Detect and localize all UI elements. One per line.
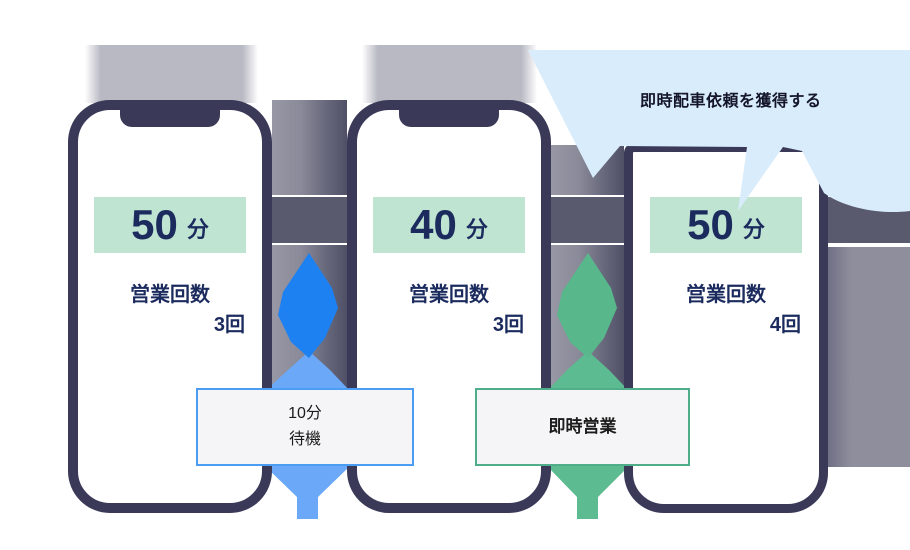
wait-step-line1: 10分 bbox=[288, 405, 322, 423]
sales-label-3: 営業回数 bbox=[686, 284, 766, 306]
shadow-region-right bbox=[828, 247, 910, 467]
phone-notch-icon bbox=[120, 110, 220, 127]
time-unit-2: 分 bbox=[465, 217, 488, 242]
time-badge-3: 50 分 bbox=[650, 197, 802, 253]
horizontal-band-segment-3 bbox=[828, 195, 910, 245]
time-unit-3: 分 bbox=[742, 217, 765, 242]
time-value-3: 50 bbox=[687, 201, 734, 248]
sales-count-2: 3回 bbox=[492, 314, 524, 336]
instant-step-label: 即時営業 bbox=[548, 417, 617, 437]
time-badge-2: 40 分 bbox=[373, 197, 525, 253]
sales-count-1: 3回 bbox=[213, 314, 245, 336]
horizontal-band-segment-2 bbox=[551, 195, 624, 245]
time-unit-1: 分 bbox=[186, 217, 209, 242]
speech-bubble-text: 即時配車依頼を獲得する bbox=[640, 93, 822, 110]
phone-shadow-trail-2 bbox=[362, 45, 537, 103]
time-value-1: 50 bbox=[131, 201, 178, 248]
wait-step-line2: 待機 bbox=[288, 431, 321, 448]
wait-step-box: 10分 待機 bbox=[196, 388, 414, 466]
instant-step-box: 即時営業 bbox=[475, 388, 690, 466]
sales-label-2: 営業回数 bbox=[409, 284, 489, 306]
time-badge-1: 50 分 bbox=[94, 197, 246, 253]
phone-shadow-trail-1 bbox=[85, 45, 258, 103]
sales-label-1: 営業回数 bbox=[130, 284, 210, 306]
time-value-2: 40 bbox=[410, 201, 457, 248]
phone-notch-icon bbox=[399, 110, 499, 127]
shadow-wedge-right bbox=[828, 147, 872, 195]
horizontal-band-segment-1 bbox=[272, 195, 347, 245]
sales-count-3: 4回 bbox=[769, 314, 801, 336]
